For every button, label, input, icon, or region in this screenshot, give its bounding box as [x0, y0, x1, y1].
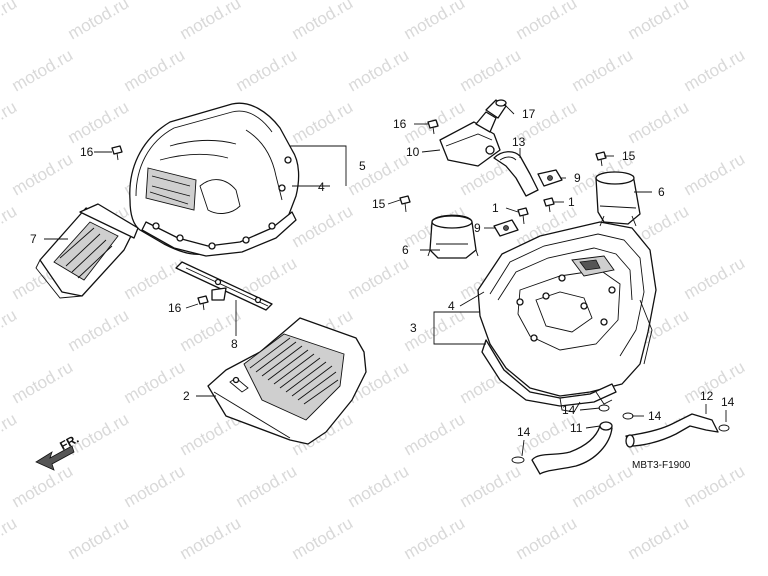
air-cleaner-housing: [477, 221, 657, 413]
watermark-text-64: motod.ru: [121, 461, 189, 511]
callout-15b: 15: [372, 197, 386, 211]
watermark-text-5: motod.ru: [513, 0, 581, 43]
callout-2: 2: [183, 389, 190, 403]
watermark-text-12: motod.ru: [569, 45, 637, 95]
watermark-text-49: motod.ru: [9, 357, 77, 407]
watermark-text-13: motod.ru: [681, 45, 749, 95]
watermark-text-24: motod.ru: [345, 149, 413, 199]
watermark-text-6: motod.ru: [625, 0, 693, 43]
callout-16b: 16: [168, 301, 182, 315]
elbow-hose: [493, 151, 539, 197]
watermark-text-0: motod.ru: [0, 0, 20, 43]
grommet-upper: [537, 169, 563, 187]
watermark-text-4: motod.ru: [401, 0, 469, 43]
watermark-text-65: motod.ru: [233, 461, 301, 511]
callout-14c: 14: [721, 395, 735, 409]
drain-hose-12: [625, 413, 719, 448]
bracket-strip: [175, 261, 273, 311]
callout-14a: 14: [562, 403, 576, 417]
valve-chamber: [439, 111, 501, 167]
watermark-text-21: motod.ru: [9, 149, 77, 199]
watermark-text-10: motod.ru: [345, 45, 413, 95]
grommet-lower: [493, 219, 519, 237]
watermark-text-9: motod.ru: [233, 45, 301, 95]
bolt-group: [111, 119, 607, 311]
callout-8: 8: [231, 337, 238, 351]
callout-3: 3: [410, 321, 417, 335]
intake-funnel-left: [427, 214, 479, 259]
callout-5: 5: [359, 159, 366, 173]
watermark-text-66: motod.ru: [345, 461, 413, 511]
watermark-text-7: motod.ru: [9, 45, 77, 95]
watermark-text-60: motod.ru: [401, 409, 469, 459]
callout-6b: 6: [658, 185, 665, 199]
watermark-text-3: motod.ru: [289, 0, 357, 43]
watermark-text-72: motod.ru: [177, 513, 245, 563]
watermark-text-74: motod.ru: [401, 513, 469, 563]
watermark-text-17: motod.ru: [289, 97, 357, 147]
watermark-text-36: motod.ru: [121, 253, 189, 303]
watermark-text-11: motod.ru: [457, 45, 525, 95]
callout-6a: 6: [402, 243, 409, 257]
watermark-text-43: motod.ru: [65, 305, 133, 355]
watermark-text-55: motod.ru: [681, 357, 749, 407]
watermark-text-31: motod.ru: [289, 201, 357, 251]
callout-13: 13: [512, 135, 526, 149]
callout-labels: 16 7 5 4 16 8 2 16 10 17 13 9 15 6 15 1 …: [30, 107, 735, 471]
watermark-text-38: motod.ru: [345, 253, 413, 303]
watermark-text-50: motod.ru: [121, 357, 189, 407]
front-direction-arrow: [35, 445, 75, 471]
watermark-text-76: motod.ru: [625, 513, 693, 563]
callout-17: 17: [522, 107, 536, 121]
callout-1b: 1: [568, 195, 575, 209]
watermark-text-27: motod.ru: [681, 149, 749, 199]
watermark-text-73: motod.ru: [289, 513, 357, 563]
leader-lines: [44, 103, 727, 457]
watermark-text-69: motod.ru: [681, 461, 749, 511]
watermark-text-2: motod.ru: [177, 0, 245, 43]
watermark-text-75: motod.ru: [513, 513, 581, 563]
watermark-text-67: motod.ru: [457, 461, 525, 511]
intake-duct: [35, 203, 139, 299]
watermark-text-68: motod.ru: [569, 461, 637, 511]
watermark-text-41: motod.ru: [681, 253, 749, 303]
air-cleaner-cover: [129, 102, 300, 257]
callout-14d: 14: [517, 425, 531, 439]
watermark-text-70: motod.ru: [0, 513, 20, 563]
watermark-text-20: motod.ru: [625, 97, 693, 147]
callout-15a: 15: [622, 149, 636, 163]
watermark-text-56: motod.ru: [0, 409, 20, 459]
callout-14b: 14: [648, 409, 662, 423]
watermark-text-71: motod.ru: [65, 513, 133, 563]
watermark-text-63: motod.ru: [9, 461, 77, 511]
watermark-text-1: motod.ru: [65, 0, 133, 43]
callout-4b: 4: [448, 299, 455, 313]
watermark-text-8: motod.ru: [121, 45, 189, 95]
callout-12: 12: [700, 389, 714, 403]
intake-funnel-right: [595, 171, 641, 227]
watermark-text-15: motod.ru: [65, 97, 133, 147]
callout-16a: 16: [80, 145, 94, 159]
callout-11: 11: [570, 421, 583, 435]
watermark-text-42: motod.ru: [0, 305, 20, 355]
callout-9b: 9: [474, 221, 481, 235]
callout-7: 7: [30, 232, 37, 246]
callout-16c: 16: [393, 117, 407, 131]
callout-4a: 4: [318, 180, 325, 194]
watermark-text-14: motod.ru: [0, 97, 20, 147]
air-filter-element: [207, 317, 367, 445]
callout-9a: 9: [574, 171, 581, 185]
diagram-code: MBT3-F1900: [632, 460, 691, 471]
callout-1a: 1: [492, 201, 499, 215]
watermark-text-28: motod.ru: [0, 201, 20, 251]
callout-10: 10: [406, 145, 420, 159]
small-cap: [485, 99, 507, 119]
